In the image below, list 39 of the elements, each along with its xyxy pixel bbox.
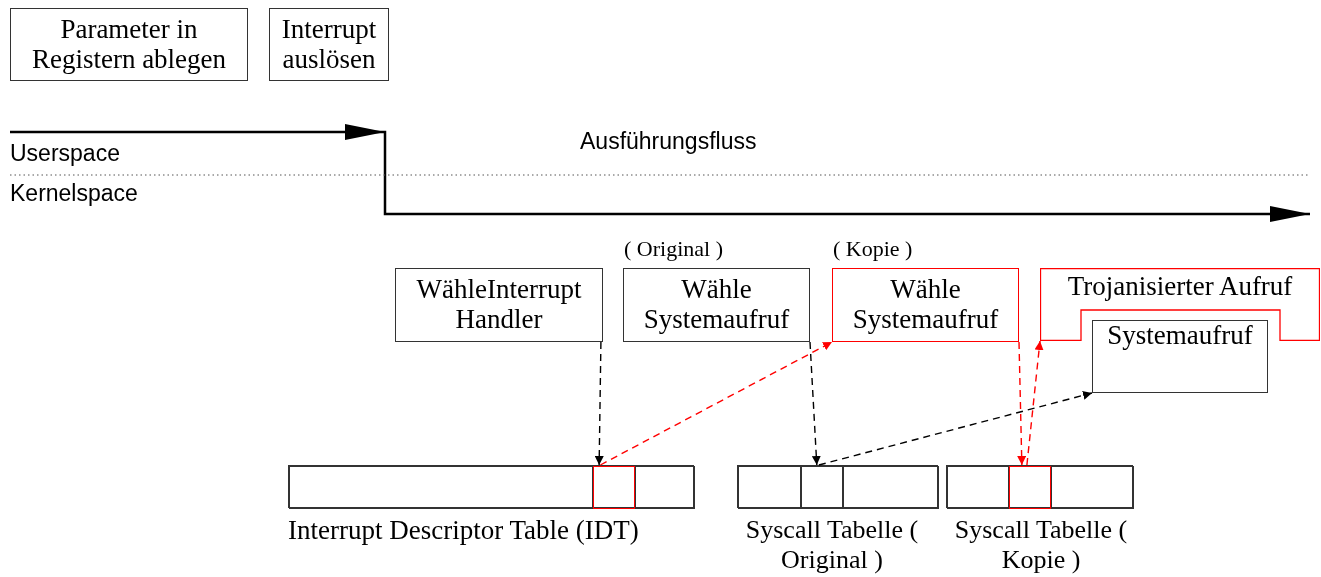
table-bar <box>737 465 938 508</box>
table-cell <box>289 466 593 509</box>
box-text: Wähle Systemaufruf <box>642 275 791 335</box>
box-text: Wähle Systemaufruf <box>851 275 1000 335</box>
node-caption: ( Kopie ) <box>833 236 913 262</box>
process-box <box>832 268 1019 342</box>
process-box <box>10 8 248 81</box>
table-cell <box>1009 466 1051 509</box>
table-cell <box>843 466 939 509</box>
arrow <box>594 341 604 466</box>
box-text: Interrupt auslösen <box>280 14 378 75</box>
arrow <box>599 341 833 466</box>
node-caption: ( Original ) <box>624 236 723 262</box>
text-label: Userspace <box>10 140 120 167</box>
process-box <box>395 268 603 342</box>
box-text: Parameter in Registern ablegen <box>30 14 228 75</box>
arrow <box>809 341 821 466</box>
table-cell <box>1051 466 1134 509</box>
table-bar <box>946 465 1133 508</box>
node-caption: Interrupt Descriptor Table (IDT) <box>288 515 639 547</box>
arrow <box>818 390 1093 466</box>
table-cell <box>593 466 635 509</box>
process-box <box>1092 320 1268 393</box>
process-box <box>269 8 389 81</box>
table-cell <box>738 466 801 509</box>
box-text: WähleInterrupt Handler <box>415 275 583 335</box>
arrow <box>1017 341 1027 466</box>
arrow <box>1026 340 1044 466</box>
table-bar <box>288 465 694 508</box>
process-box <box>623 268 810 342</box>
text-label: Kernelspace <box>10 180 138 207</box>
node-caption: Syscall Tabelle ( Original ) <box>744 515 920 575</box>
text-label: Ausführungsfluss <box>580 128 757 155</box>
box-text: Systemaufruf <box>1107 321 1253 351</box>
table-cell <box>947 466 1009 509</box>
box-text: Trojanisierter Aufruf <box>1067 272 1293 302</box>
table-cell <box>635 466 695 509</box>
node-caption: Syscall Tabelle ( Kopie ) <box>953 515 1129 575</box>
table-cell <box>801 466 843 509</box>
